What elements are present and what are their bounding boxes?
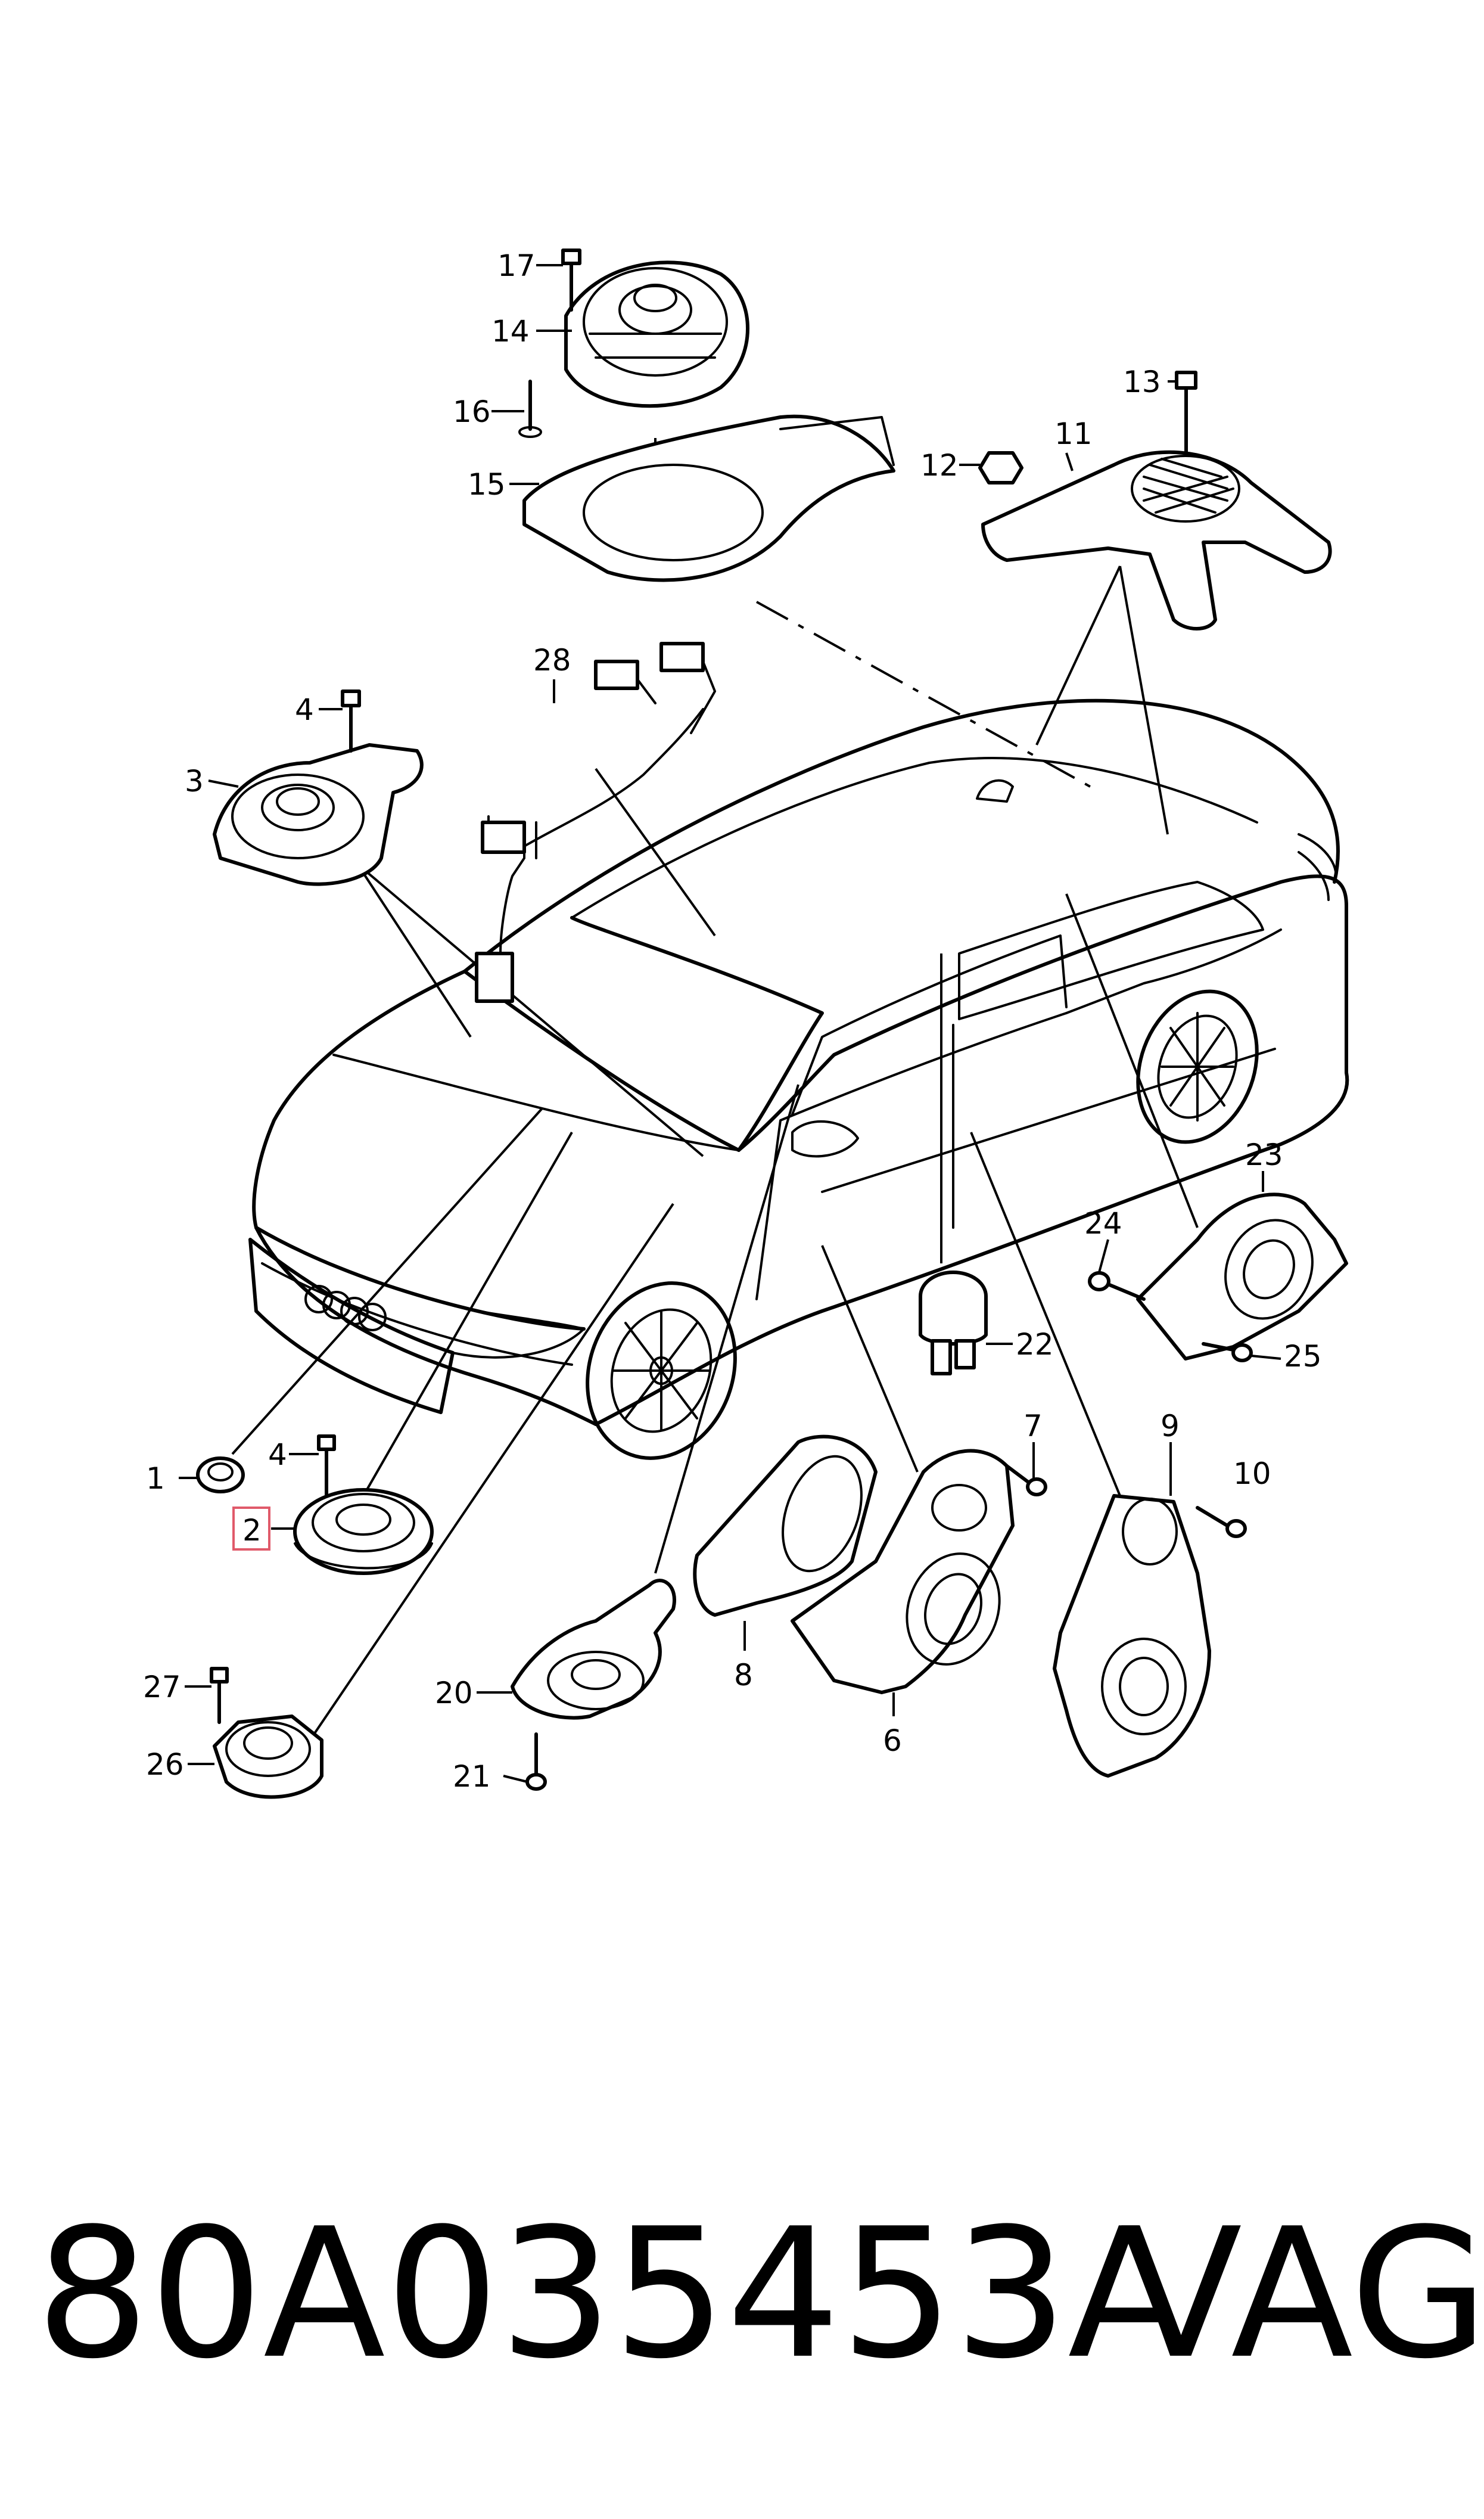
part-2-speaker [293, 1488, 434, 1575]
callout-1: 1 [146, 1461, 165, 1496]
callout-4-upper: 4 [295, 692, 314, 727]
callout-3: 3 [185, 764, 204, 799]
part-24-bolt [1088, 1271, 1146, 1301]
car-body [248, 698, 1349, 1460]
part-23-rear-speaker [1136, 1192, 1348, 1361]
callout-23: 23 [1245, 1138, 1283, 1172]
part-25-bolt [1202, 1342, 1253, 1362]
callout-2-highlight-box [232, 1507, 270, 1551]
callout-13: 13 [1123, 365, 1161, 399]
callout-15: 15 [468, 467, 506, 502]
part-3-front-speaker-housing [213, 743, 424, 886]
callout-8: 8 [734, 1658, 753, 1692]
part-15-speaker-bracket [522, 414, 895, 582]
callout-22: 22 [1016, 1327, 1054, 1362]
callout-7: 7 [1023, 1409, 1043, 1443]
part-7-screw [1005, 1464, 1047, 1496]
callout-6: 6 [883, 1723, 902, 1758]
brand-name: VAG [1120, 2190, 1484, 2398]
callout-21: 21 [453, 1759, 491, 1794]
part-27-bolt [210, 1667, 229, 1724]
callout-27: 27 [143, 1670, 181, 1704]
part-10-screw [1196, 1506, 1247, 1538]
callout-24: 24 [1084, 1206, 1122, 1241]
part-20-speaker-bracket [511, 1579, 676, 1720]
callout-14: 14 [491, 314, 530, 349]
part-16-rivet [518, 380, 542, 438]
part-17-bolt [561, 249, 581, 312]
part-28-wiring-harness [475, 642, 716, 1003]
callout-4-lower: 4 [268, 1437, 287, 1472]
callout-17: 17 [497, 249, 536, 283]
part-22-tweeter [919, 1271, 988, 1375]
part-26-tweeter [213, 1714, 323, 1799]
callout-20: 20 [435, 1676, 473, 1710]
part-21-bolt [525, 1732, 547, 1791]
callout-12: 12 [920, 448, 959, 483]
callout-labels: 17 14 16 15 13 12 11 28 4 3 1 4 2 27 26 … [143, 249, 1322, 1794]
part-4-bolt-upper [341, 689, 361, 753]
callout-26: 26 [146, 1747, 184, 1782]
part-number: 80A035453A [36, 2190, 1190, 2398]
callout-2: 2 [242, 1513, 262, 1548]
part-12-nut [978, 451, 1023, 484]
callout-16: 16 [453, 395, 491, 429]
callout-10: 10 [1233, 1456, 1271, 1491]
part-9-rear-door-speaker-module [1053, 1494, 1211, 1778]
part-11-rear-centre-speaker [981, 450, 1332, 630]
part-4-bolt-lower [317, 1434, 336, 1498]
callout-11: 11 [1054, 417, 1093, 451]
part-14-rear-shelf-speaker [564, 260, 749, 408]
callout-lines [179, 264, 1281, 1783]
part-8-seal [693, 1434, 878, 1617]
part-13-bolt [1175, 371, 1197, 455]
callout-25: 25 [1284, 1339, 1322, 1374]
callout-28: 28 [533, 643, 571, 678]
callout-9: 9 [1161, 1409, 1180, 1443]
part-1-ring [196, 1456, 245, 1493]
part-6-door-speaker-module [791, 1449, 1015, 1694]
